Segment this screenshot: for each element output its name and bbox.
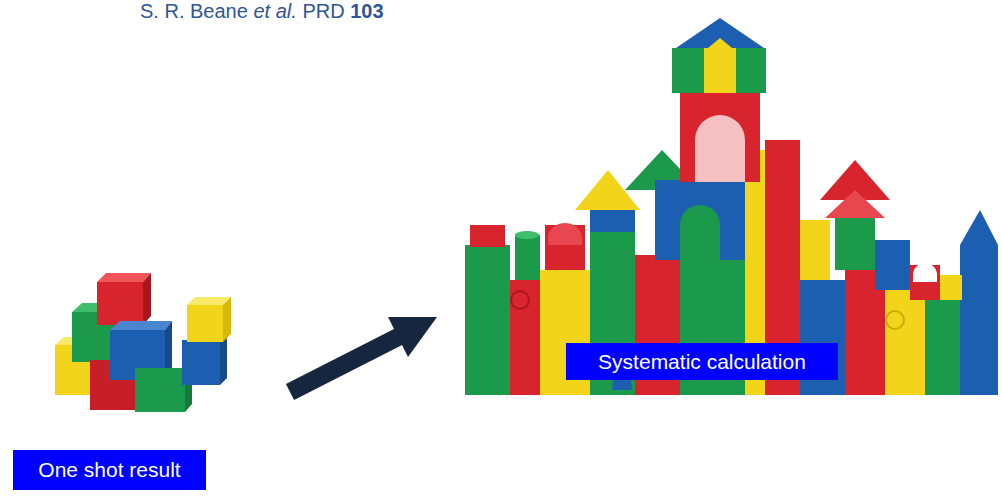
label-box: Systematic calculation — [566, 343, 838, 380]
citation-text: 103 — [350, 0, 383, 22]
box-label: Systematic calculation — [598, 349, 806, 374]
reference-line: S. R. Beaneet al. PRD 103 — [140, 0, 389, 22]
citation-text: S. R. Beane — [140, 0, 248, 22]
small-cube-pile — [55, 273, 231, 412]
citation-text: et al. — [253, 0, 296, 22]
box-label: One shot result — [38, 457, 180, 482]
citation-text: PRD — [302, 0, 344, 22]
arrow-symbol — [290, 317, 437, 392]
label-box: One shot result — [13, 450, 206, 490]
block-castle — [465, 18, 998, 395]
